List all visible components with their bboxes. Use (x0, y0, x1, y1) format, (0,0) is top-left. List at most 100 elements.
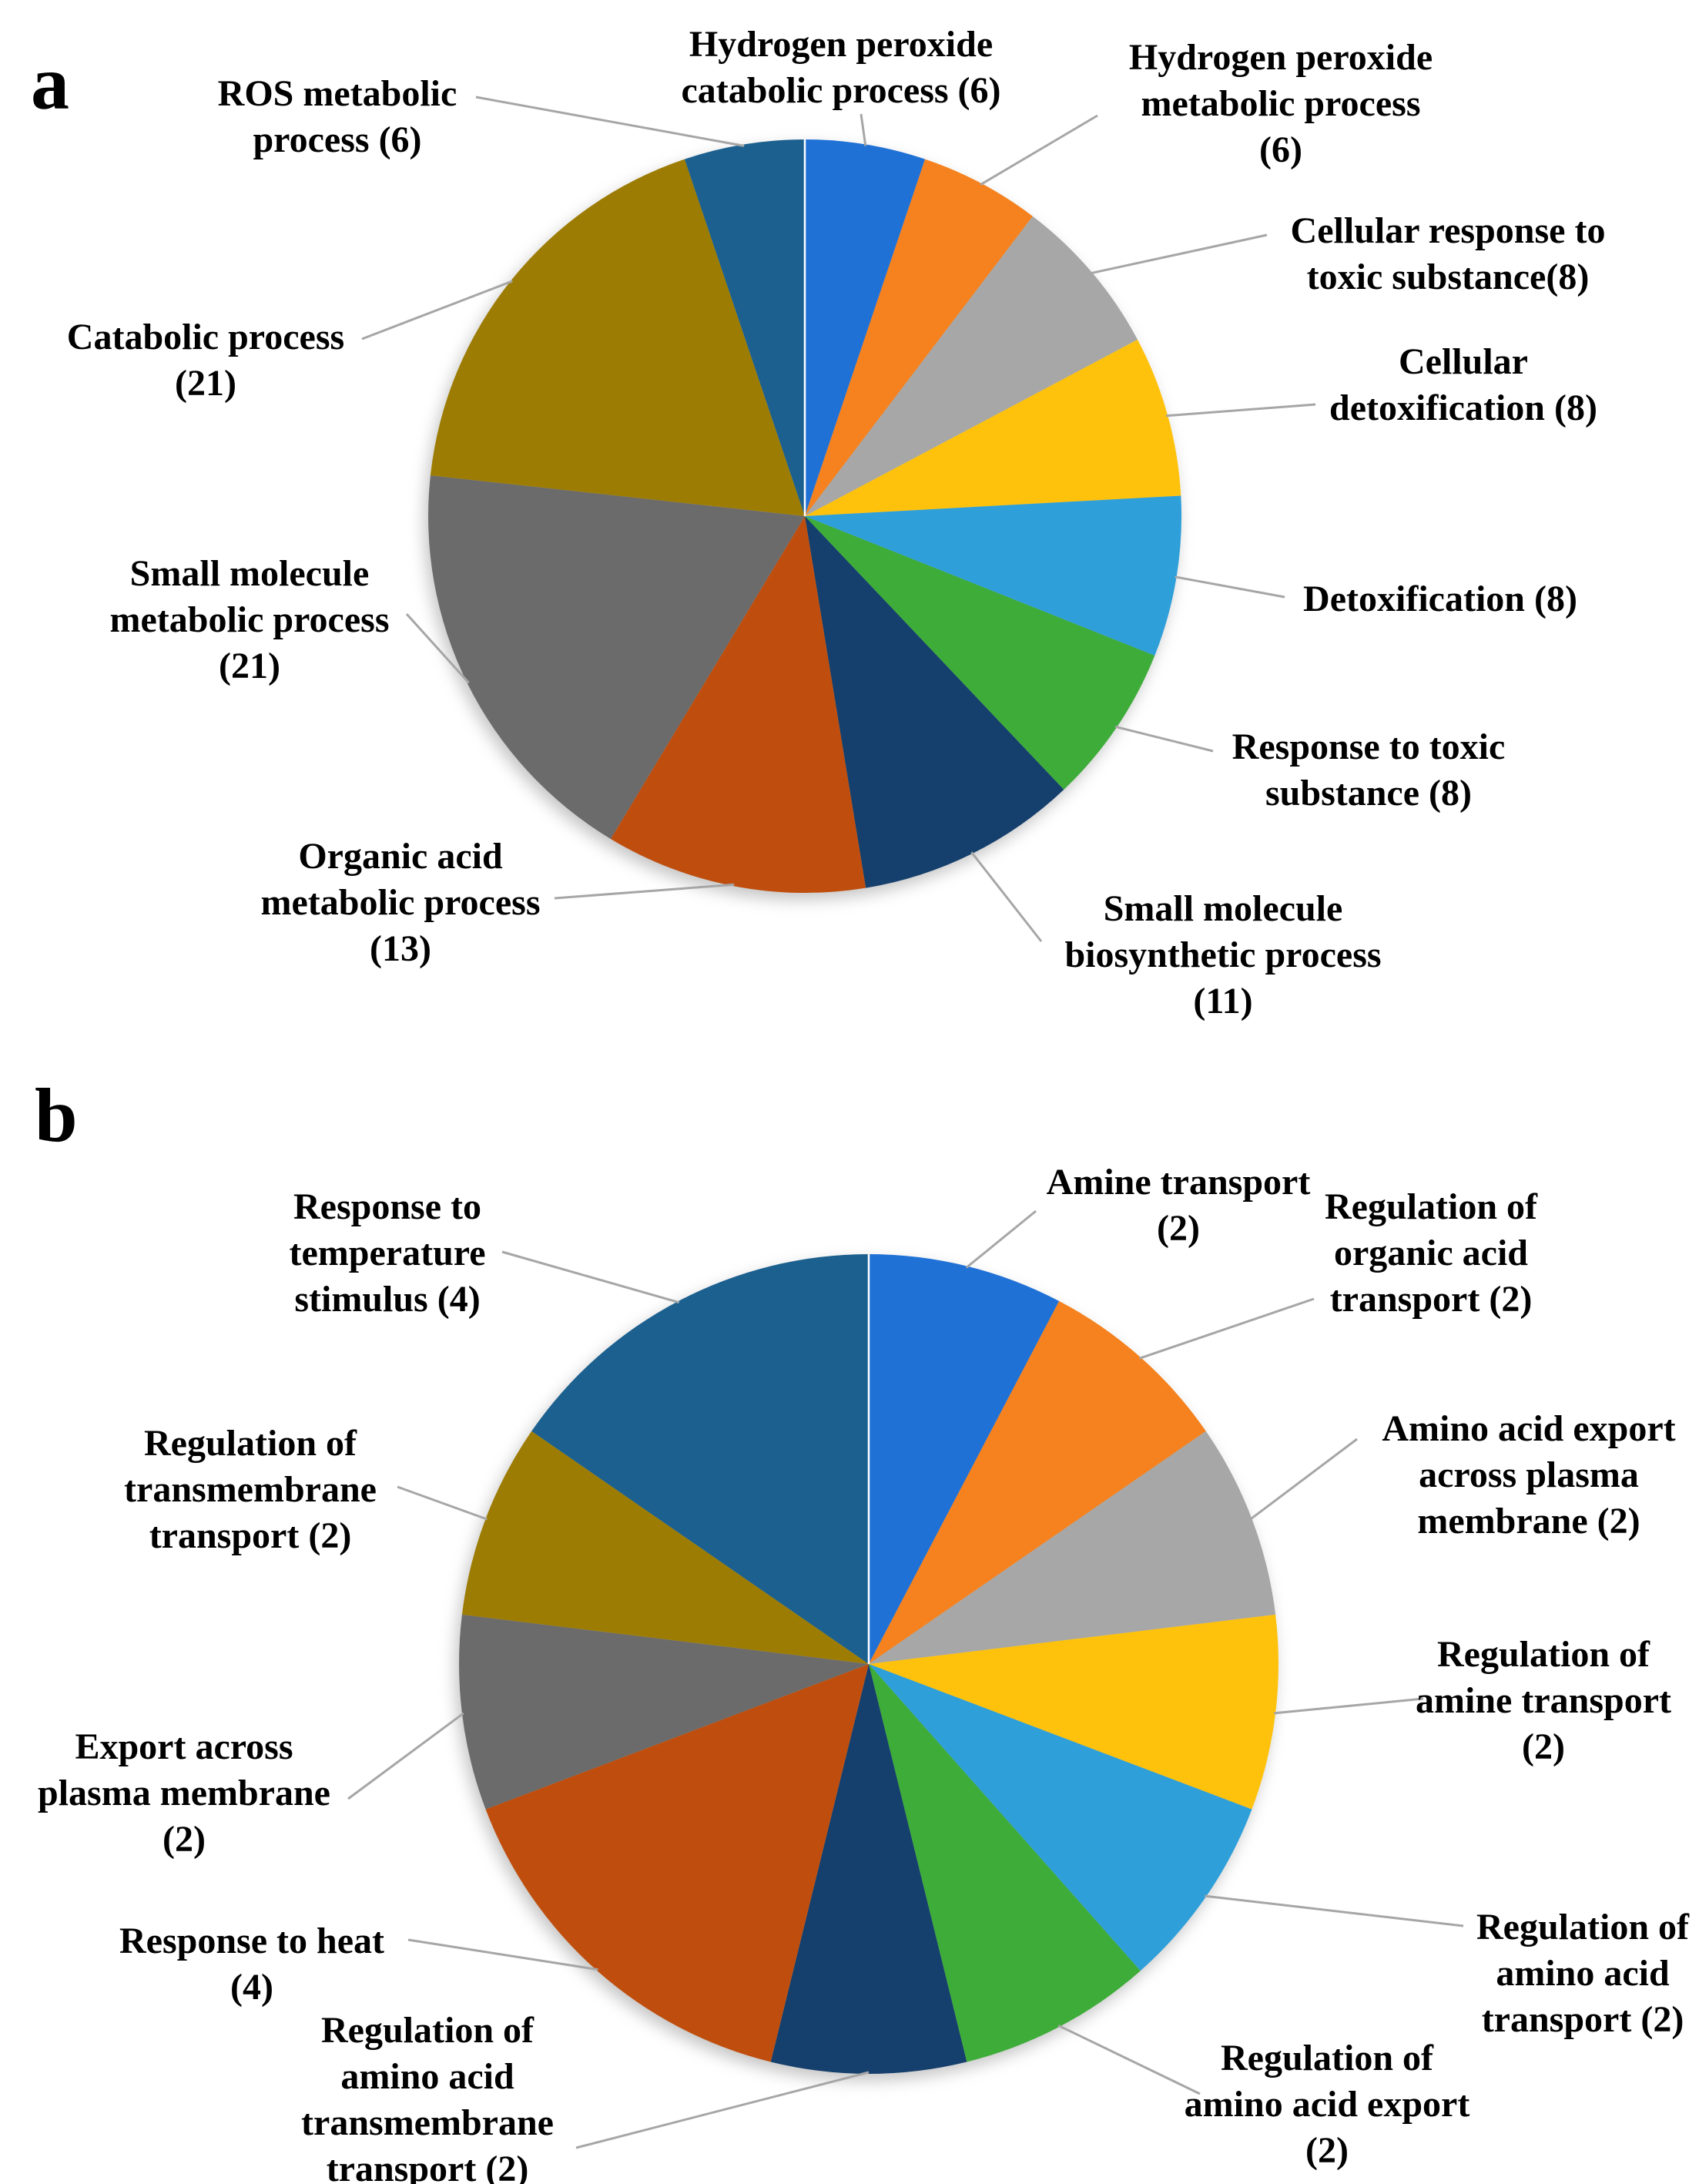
pie-label-b-8: Export across plasma membrane (2) (38, 1724, 330, 1863)
pie-label-b-6: Regulation of amino acid transmembrane tran… (301, 2008, 554, 2184)
pie-label-line: metabolic process (1141, 83, 1421, 124)
pie-label-line: plasma membrane (38, 1773, 330, 1813)
pie-label-line: Cellular response to (1290, 210, 1606, 251)
pie-label-line: Export across (75, 1726, 293, 1767)
pie-label-line: (13) (370, 928, 431, 969)
pie-label-line: Amino acid export (1382, 1408, 1676, 1449)
pie-label-line: membrane (2) (1417, 1501, 1640, 1542)
leader-line-a-5 (1114, 725, 1214, 753)
pie-label-line: across plasma (1419, 1454, 1639, 1495)
pie-label-line: organic acid (1334, 1233, 1528, 1273)
leader-line-a-7 (554, 883, 735, 900)
pie-label-line: ROS metabolic (217, 73, 457, 114)
pie-label-line: (21) (219, 646, 280, 686)
pie-label-line: stimulus (4) (294, 1279, 481, 1320)
pie-slice-b-9: Regulation of transmembrane transport (2… (461, 1431, 869, 1664)
pie-label-a-2: Cellular response to toxic substance(8) (1291, 208, 1606, 300)
pie-label-line: metabolic process (260, 882, 541, 923)
leader-line-a-8 (405, 612, 470, 684)
pie-slice-b-2: Amino acid export across plasma membrane… (869, 1431, 1276, 1664)
pie-slice-a-8: Small molecule metabolic process (21) (428, 475, 805, 839)
pie-label-line: (2) (1305, 2130, 1349, 2171)
pie-label-line: toxic substance(8) (1306, 257, 1590, 297)
pie-label-line: amino acid export (1184, 2084, 1470, 2125)
pie-label-line: Regulation of (1476, 1907, 1689, 1947)
pie-label-line: Regulation of (1325, 1186, 1537, 1227)
pie-label-line: Response to toxic (1232, 726, 1506, 767)
pie-label-line: transmembrane (124, 1469, 377, 1510)
pie-label-line: biosynthetic process (1064, 934, 1382, 975)
pie-label-line: amino acid (340, 2056, 514, 2097)
pie-label-line: Small molecule (1103, 888, 1343, 929)
pie-label-b-1: Regulation of organic acid transport (2) (1325, 1184, 1537, 1323)
pie-a: Hydrogen peroxide catabolic process (6)H… (428, 139, 1182, 894)
pie-label-line: Regulation of (1437, 1634, 1650, 1675)
pie-label-a-9: Catabolic process(21) (67, 314, 344, 407)
pie-label-line: (2) (163, 1819, 206, 1860)
pie-label-b-0: Amine transport (2) (1047, 1159, 1311, 1252)
pie-slice-b-3: Regulation of amine transport (2) (869, 1614, 1278, 1810)
pie-label-line: detoxification (8) (1329, 387, 1597, 428)
leader-line-a-10 (475, 96, 745, 147)
pie-label-line: temperature (289, 1233, 486, 1273)
pie-b: Amine transport (2)Regulation of organic… (459, 1254, 1278, 2074)
leader-line-b-10 (501, 1250, 680, 1304)
leader-line-a-0 (860, 113, 867, 146)
pie-slice-b-4: Regulation of amino acid transport (2) (869, 1664, 1252, 1971)
leader-line-b-0 (965, 1209, 1037, 1269)
pie-label-line: Hydrogen peroxide (1128, 37, 1433, 78)
leader-line-b-2 (1249, 1438, 1358, 1521)
pie-label-line: Detoxification (8) (1303, 579, 1577, 619)
pie-label-line: amino acid (1496, 1953, 1670, 1994)
leader-line-b-9 (397, 1485, 488, 1521)
panel-b-letter: b (35, 1072, 78, 1158)
leader-line-b-7 (407, 1938, 598, 1971)
pie-label-b-2: Amino acid export across plasma membrane (… (1382, 1406, 1675, 1545)
leader-line-b-5 (1057, 2024, 1201, 2095)
pie-label-line: transport (2) (1329, 1279, 1533, 1320)
pie-label-line: metabolic process (109, 599, 390, 640)
pie-label-a-8: Small molecule metabolic process (21) (109, 551, 389, 689)
leader-line-a-4 (1175, 575, 1285, 599)
pie-label-a-3: Cellular detoxification (8) (1329, 339, 1597, 431)
pie-label-line: (21) (175, 363, 236, 404)
pie-label-line: amine transport (1416, 1680, 1671, 1721)
pie-label-line: Organic acid (298, 836, 503, 877)
pie-label-b-10: Response to temperature stimulus (4) (290, 1184, 486, 1323)
pie-slice-a-2: Cellular response to toxic substance (8) (805, 216, 1138, 516)
pie-label-a-7: Organic acid metabolic process (13) (260, 834, 540, 972)
pie-slice-a-10: ROS metabolic process (6) (684, 139, 805, 516)
pie-label-line: transport (2) (149, 1515, 352, 1556)
pie-label-line: Response to (293, 1186, 481, 1227)
leader-line-a-3 (1166, 403, 1316, 418)
pie-label-line: Cellular (1399, 341, 1528, 382)
pie-label-a-1: Hydrogen peroxide metabolic process (6) (1129, 35, 1433, 173)
pie-label-line: (6) (1259, 129, 1302, 170)
leader-line-a-1 (980, 114, 1098, 186)
pie-slice-b-10: Response to temperature stimulus (4) (531, 1254, 869, 1664)
leader-line-b-1 (1139, 1297, 1315, 1360)
pie-label-line: transmembrane (301, 2102, 554, 2143)
pie-label-line: transport (2) (326, 2149, 529, 2184)
pie-slice-a-0: Hydrogen peroxide catabolic process (6) (805, 139, 926, 516)
pie-slice-b-1: Regulation of organic acid transport (2) (869, 1300, 1206, 1664)
pie-label-line: Regulation of (321, 2010, 534, 2051)
pie-slice-b-7: Response to heat (4) (485, 1664, 869, 2062)
pie-slice-a-5: Response to toxic substance (8) (805, 516, 1155, 790)
pie-slice-a-4: Detoxification (8) (805, 495, 1182, 656)
pie-slice-b-5: Regulation of amino acid export (2) (869, 1664, 1141, 2062)
pie-label-line: Amine transport (1046, 1162, 1311, 1203)
pie-label-a-4: Detoxification (8) (1303, 576, 1577, 622)
leader-line-b-8 (347, 1712, 464, 1800)
pie-label-b-7: Response to heat(4) (119, 1918, 384, 2011)
pie-label-line: Small molecule (129, 553, 370, 594)
pie-slice-a-7: Organic acid metabolic process (13) (610, 516, 866, 894)
pie-label-line: (2) (1157, 1208, 1200, 1249)
